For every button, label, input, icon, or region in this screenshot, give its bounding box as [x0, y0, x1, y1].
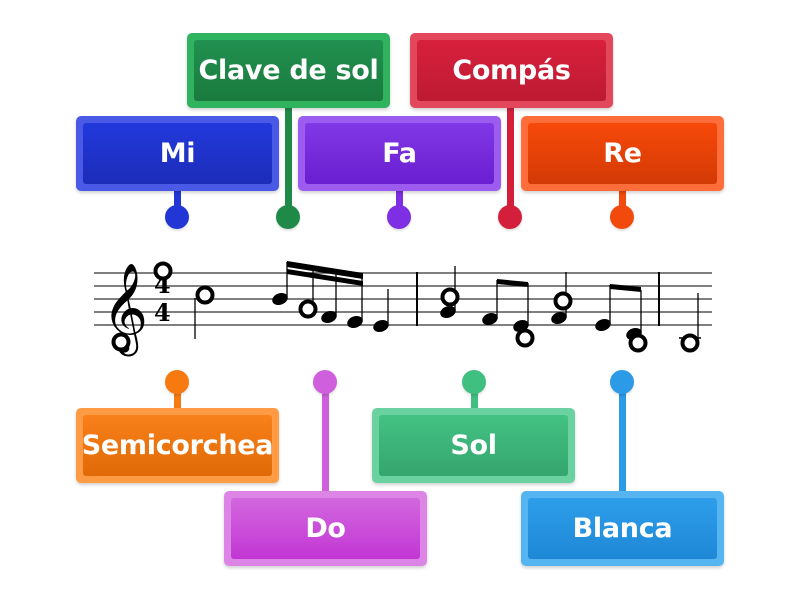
pin-re[interactable]	[610, 205, 634, 229]
connector-sol	[471, 382, 478, 410]
connector-fa	[396, 188, 403, 217]
label-mi[interactable]: Mi	[76, 116, 279, 191]
connector-do	[322, 382, 329, 493]
label-semicorchea[interactable]: Semicorchea	[76, 408, 279, 483]
connector-compas	[507, 105, 514, 217]
staff-lines	[94, 272, 712, 326]
label-text: Clave de sol	[198, 55, 379, 86]
label-text: Fa	[382, 138, 417, 169]
label-text: Re	[603, 138, 642, 169]
pin-do[interactable]	[313, 370, 337, 394]
connector-semicorchea	[174, 382, 181, 410]
label-do[interactable]: Do	[224, 491, 427, 566]
drop-markers	[111, 261, 700, 353]
pin-mi[interactable]	[165, 205, 189, 229]
pin-sol[interactable]	[462, 370, 486, 394]
label-fa[interactable]: Fa	[298, 116, 501, 191]
pin-semicorchea[interactable]	[165, 370, 189, 394]
label-text: Compás	[452, 55, 571, 86]
label-text: Blanca	[572, 513, 673, 544]
label-compas[interactable]: Compás	[410, 33, 613, 108]
pin-clave-de-sol[interactable]	[276, 205, 300, 229]
label-text: Mi	[159, 138, 196, 169]
label-sol[interactable]: Sol	[372, 408, 575, 483]
label-clave-de-sol[interactable]: Clave de sol	[187, 33, 390, 108]
time-signature-denominator: 4	[154, 298, 171, 327]
connector-re	[619, 188, 626, 217]
pin-compas[interactable]	[498, 205, 522, 229]
pin-blanca[interactable]	[610, 370, 634, 394]
pin-fa[interactable]	[387, 205, 411, 229]
label-text: Do	[305, 513, 346, 544]
connector-blanca	[619, 382, 626, 493]
label-text: Semicorchea	[81, 430, 274, 461]
connector-mi	[174, 188, 181, 217]
connector-clave-de-sol	[285, 105, 292, 217]
label-blanca[interactable]: Blanca	[521, 491, 724, 566]
measure-3-notes	[679, 293, 701, 339]
measure-2-notes	[440, 266, 642, 341]
label-re[interactable]: Re	[521, 116, 724, 191]
sixteenth-note-group	[272, 261, 389, 333]
label-text: Sol	[450, 430, 497, 461]
